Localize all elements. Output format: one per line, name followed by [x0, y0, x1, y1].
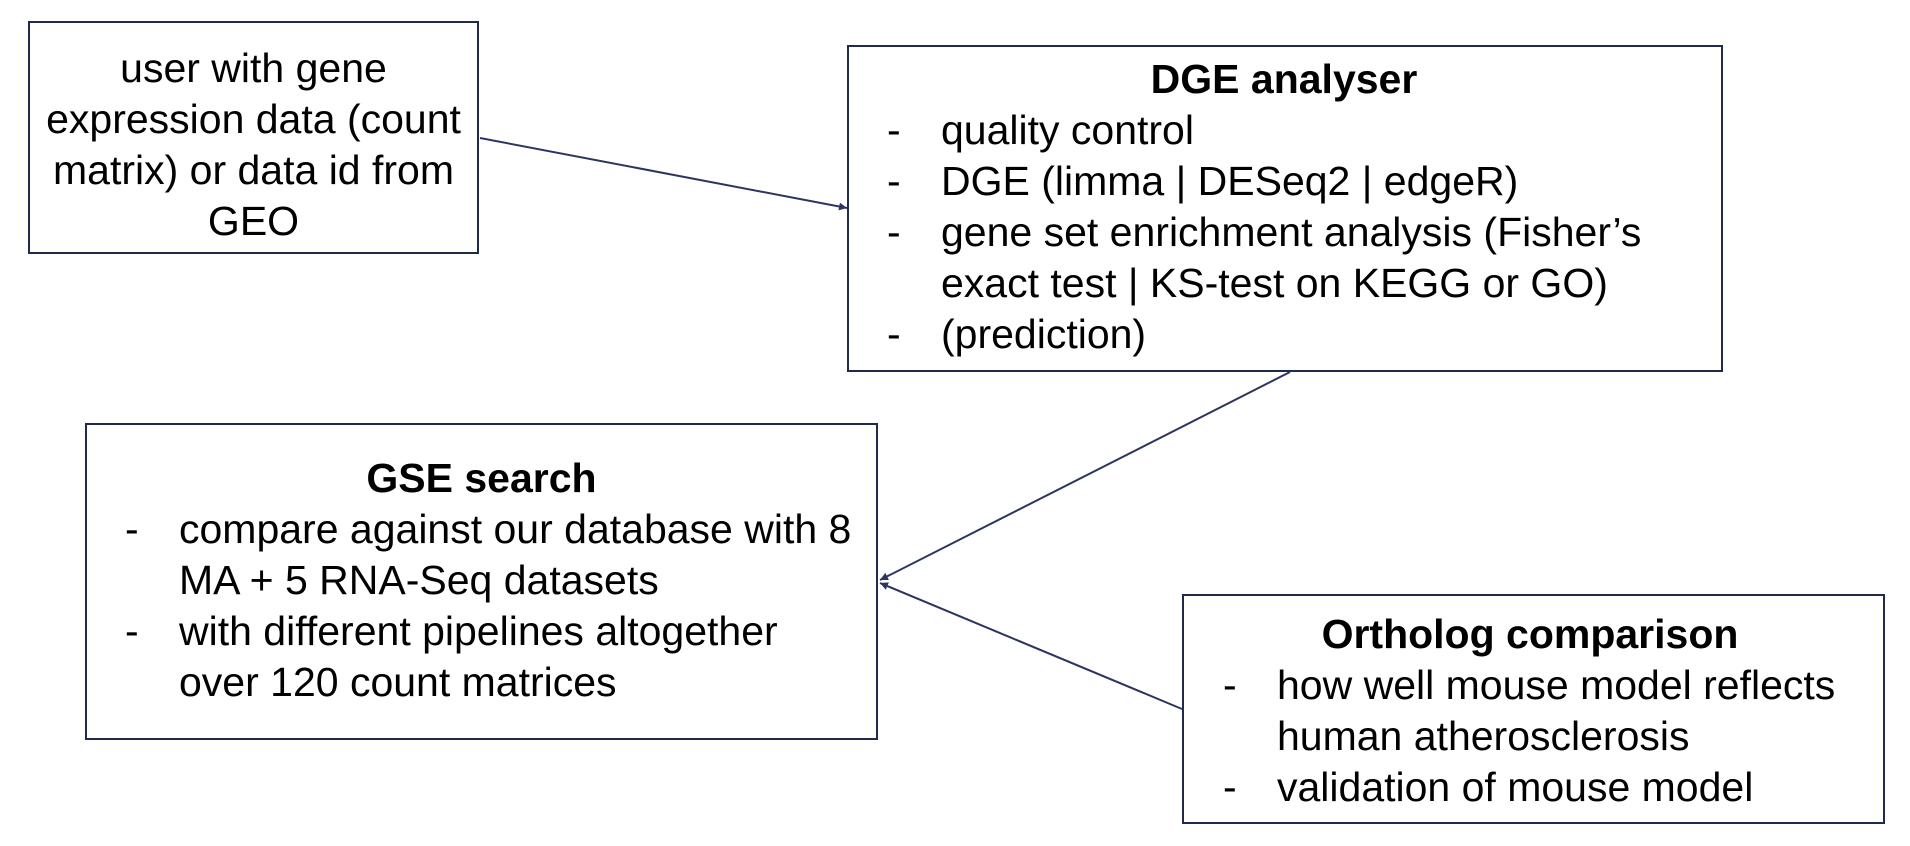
- list-item-text: (prediction): [941, 311, 1147, 357]
- list-item: -(prediction): [887, 309, 1711, 360]
- node-ortholog-list: -how well mouse model reflects human ath…: [1223, 660, 1877, 813]
- node-gse-title: GSE search: [366, 455, 597, 501]
- list-item-text: gene set enrichment analysis (Fisher’s e…: [941, 209, 1642, 306]
- list-item-text: compare against our database with 8 MA +…: [179, 506, 852, 603]
- list-item: -how well mouse model reflects human ath…: [1223, 660, 1877, 762]
- list-item-text: validation of mouse model: [1277, 764, 1754, 810]
- bullet-dash: -: [1223, 662, 1237, 708]
- list-item-text: how well mouse model reflects human athe…: [1277, 662, 1836, 759]
- bullet-dash: -: [887, 311, 901, 357]
- edge-user-to-dge: [479, 137, 848, 211]
- list-item: -quality control: [887, 105, 1711, 156]
- bullet-dash: -: [125, 506, 139, 552]
- edge-ortholog-to-gse: [879, 582, 1183, 710]
- list-item: -compare against our database with 8 MA …: [125, 504, 868, 606]
- list-item-text: quality control: [941, 107, 1194, 153]
- edge-dge-to-gse: [879, 371, 1291, 581]
- list-item-text: DGE (limma | DESeq2 | edgeR): [941, 158, 1519, 204]
- bullet-dash: -: [1223, 764, 1237, 810]
- node-gse-list: -compare against our database with 8 MA …: [125, 504, 868, 708]
- node-ortholog-title: Ortholog comparison: [1321, 611, 1739, 657]
- list-item-text: with different pipelines altogether over…: [179, 608, 778, 705]
- list-item: -with different pipelines altogether ove…: [125, 606, 868, 708]
- node-user: user with gene expression data (count ma…: [28, 21, 479, 254]
- node-ortholog-comparison: Ortholog comparison -how well mouse mode…: [1182, 594, 1885, 824]
- node-user-text: user with gene expression data (count ma…: [46, 45, 461, 244]
- list-item: -gene set enrichment analysis (Fisher’s …: [887, 207, 1711, 309]
- list-item: -DGE (limma | DESeq2 | edgeR): [887, 156, 1711, 207]
- list-item: -validation of mouse model: [1223, 762, 1877, 813]
- bullet-dash: -: [887, 209, 901, 255]
- bullet-dash: -: [887, 158, 901, 204]
- bullet-dash: -: [125, 608, 139, 654]
- node-dge-list: -quality control -DGE (limma | DESeq2 | …: [887, 105, 1711, 360]
- bullet-dash: -: [887, 107, 901, 153]
- node-gse-search: GSE search -compare against our database…: [85, 423, 878, 740]
- node-dge-title: DGE analyser: [1150, 56, 1418, 102]
- node-dge-analyser: DGE analyser -quality control -DGE (limm…: [847, 45, 1723, 372]
